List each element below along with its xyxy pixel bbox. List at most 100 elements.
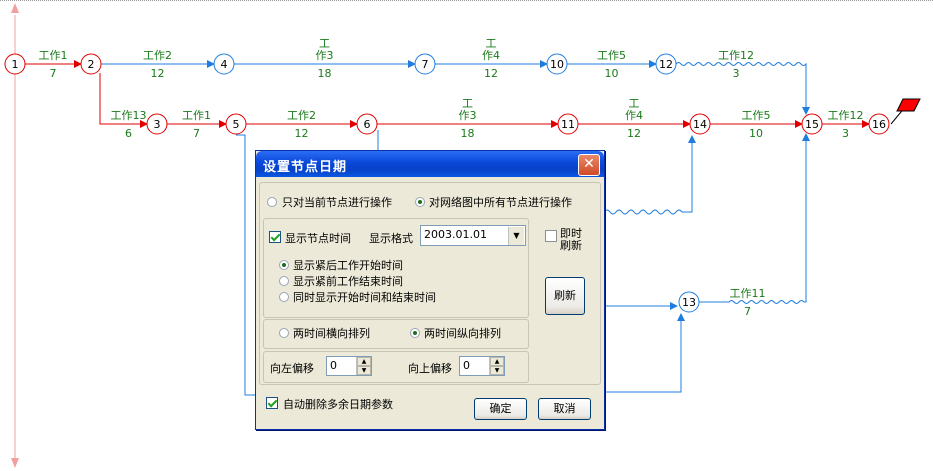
edge-line[interactable] [699, 133, 810, 304]
cancel-button[interactable]: 取消 [538, 398, 591, 420]
node-number: 2 [88, 58, 95, 71]
left-offset-value: 0 [330, 359, 337, 372]
activity-name-label: 工作3 [459, 97, 477, 122]
node-circle[interactable] [146, 113, 168, 135]
node-circle[interactable] [4, 53, 26, 75]
edge-to-13-lower[interactable] [604, 313, 685, 393]
options-frame [259, 182, 601, 385]
node-number: 16 [872, 118, 886, 131]
spin-up-icon[interactable]: ▲ [490, 357, 504, 366]
node-7[interactable]: 7 [414, 53, 436, 75]
refresh-button[interactable]: 刷新 [545, 277, 585, 315]
node-4[interactable]: 4 [213, 53, 235, 75]
edge-5-13-part[interactable] [236, 134, 256, 396]
show-time-checkbox[interactable] [269, 231, 281, 243]
node-3[interactable]: 3 [146, 113, 168, 135]
edge-to-14-wavy[interactable] [603, 135, 696, 215]
early-end-radio[interactable] [279, 276, 289, 286]
horizontal-radio[interactable] [279, 328, 289, 338]
node-2[interactable]: 2 [80, 53, 102, 75]
activity-name-label: 工作4 [482, 37, 500, 62]
ok-button[interactable]: 确定 [474, 398, 527, 420]
node-circle[interactable] [356, 113, 378, 135]
set-node-date-dialog: 设置节点日期 ✕ 只对当前节点进行操作 对网络图中所有节点进行操作 显示节点时间… [255, 150, 605, 430]
format-label: 显示格式 [369, 232, 413, 245]
node-circle[interactable] [80, 53, 102, 75]
activity-duration-label: 18 [318, 67, 332, 80]
node-11[interactable]: 11 [557, 113, 579, 135]
node-15[interactable]: 15 [801, 113, 823, 135]
vertical-radio[interactable] [410, 328, 420, 338]
dialog-titlebar[interactable]: 设置节点日期 ✕ [256, 151, 604, 177]
node-14[interactable]: 14 [689, 113, 711, 135]
node-circle[interactable] [414, 53, 436, 75]
vertical-label: 两时间纵向排列 [424, 327, 501, 340]
display-frame [263, 218, 529, 318]
dialog-title: 设置节点日期 [263, 160, 348, 175]
node-16[interactable]: 16 [868, 113, 890, 135]
node-6[interactable]: 6 [356, 113, 378, 135]
spin-down-icon[interactable]: ▼ [490, 366, 504, 375]
instant-refresh-checkbox[interactable] [545, 230, 557, 242]
chevron-down-icon[interactable]: ▼ [508, 227, 524, 245]
activity-name-label: 工作12 [828, 109, 864, 122]
node-circle[interactable] [557, 113, 579, 135]
up-offset-spinner[interactable]: ▲ ▼ [489, 357, 504, 375]
left-offset-spinner[interactable]: ▲ ▼ [356, 357, 371, 375]
node-circle[interactable] [655, 53, 677, 75]
late-start-radio[interactable] [279, 260, 289, 270]
scope-current-radio[interactable] [267, 197, 277, 207]
node-1[interactable]: 1 [4, 53, 26, 75]
node-circle[interactable] [546, 53, 568, 75]
scope-all-radio[interactable] [415, 197, 425, 207]
node-12[interactable]: 12 [655, 53, 677, 75]
format-select[interactable]: 2003.01.01 ▼ [420, 225, 526, 246]
activity-duration-label: 12 [151, 67, 165, 80]
scope-current-label: 只对当前节点进行操作 [282, 196, 392, 209]
node-circle[interactable] [225, 113, 247, 135]
node-5[interactable]: 5 [225, 113, 247, 135]
node-number: 1 [12, 58, 19, 71]
node-circle[interactable] [868, 113, 890, 135]
close-icon[interactable]: ✕ [578, 154, 600, 176]
both-times-radio[interactable] [279, 292, 289, 302]
node-number: 7 [422, 58, 429, 71]
node-circle[interactable] [678, 291, 700, 313]
activity-name-label: 工作5 [742, 109, 771, 122]
spin-up-icon[interactable]: ▲ [357, 357, 371, 366]
node-10[interactable]: 10 [546, 53, 568, 75]
activity-duration-label: 18 [461, 127, 475, 140]
node-circle[interactable] [689, 113, 711, 135]
node-circle[interactable] [213, 53, 235, 75]
show-time-label: 显示节点时间 [285, 232, 351, 245]
format-value: 2003.01.01 [424, 228, 487, 241]
time-axis-arrow-down [11, 458, 19, 468]
node-number: 13 [682, 296, 696, 309]
node-13[interactable]: 13 [678, 291, 700, 313]
activity-duration-label: 12 [484, 67, 498, 80]
auto-delete-label: 自动删除多余日期参数 [283, 398, 393, 411]
spin-down-icon[interactable]: ▼ [357, 366, 371, 375]
auto-delete-checkbox[interactable] [266, 397, 278, 409]
activity-duration-label: 7 [193, 127, 200, 140]
activity-duration-label: 12 [627, 127, 641, 140]
node-circle[interactable] [801, 113, 823, 135]
edge-line[interactable] [675, 62, 810, 115]
edge-line[interactable] [99, 73, 148, 128]
late-start-label: 显示紧后工作开始时间 [293, 259, 403, 272]
